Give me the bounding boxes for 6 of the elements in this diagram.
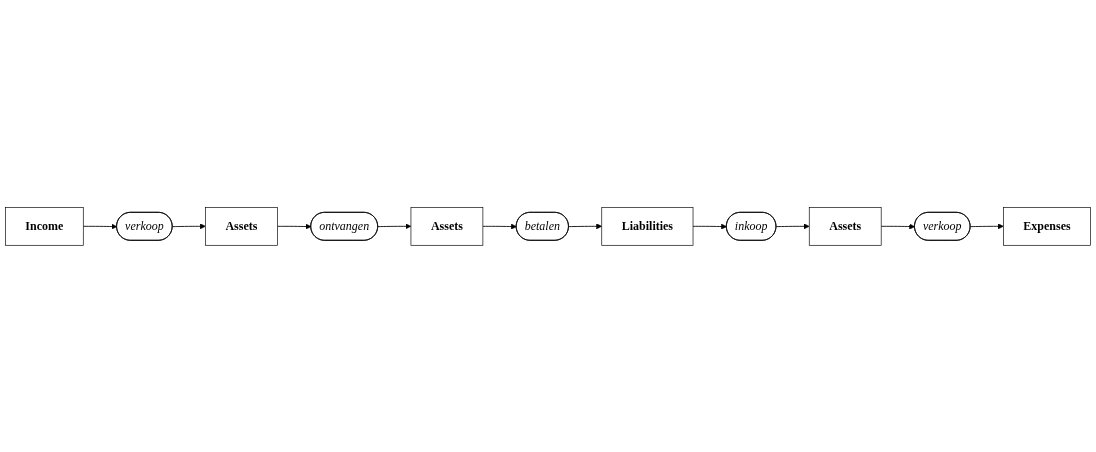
node-box: Expenses xyxy=(1003,206,1091,246)
node-box: Assets xyxy=(808,206,882,246)
node-box: Assets xyxy=(205,206,278,246)
node-box: Liabilities xyxy=(601,206,694,246)
node-box: Assets xyxy=(410,206,484,246)
node-box: Income xyxy=(5,206,84,246)
